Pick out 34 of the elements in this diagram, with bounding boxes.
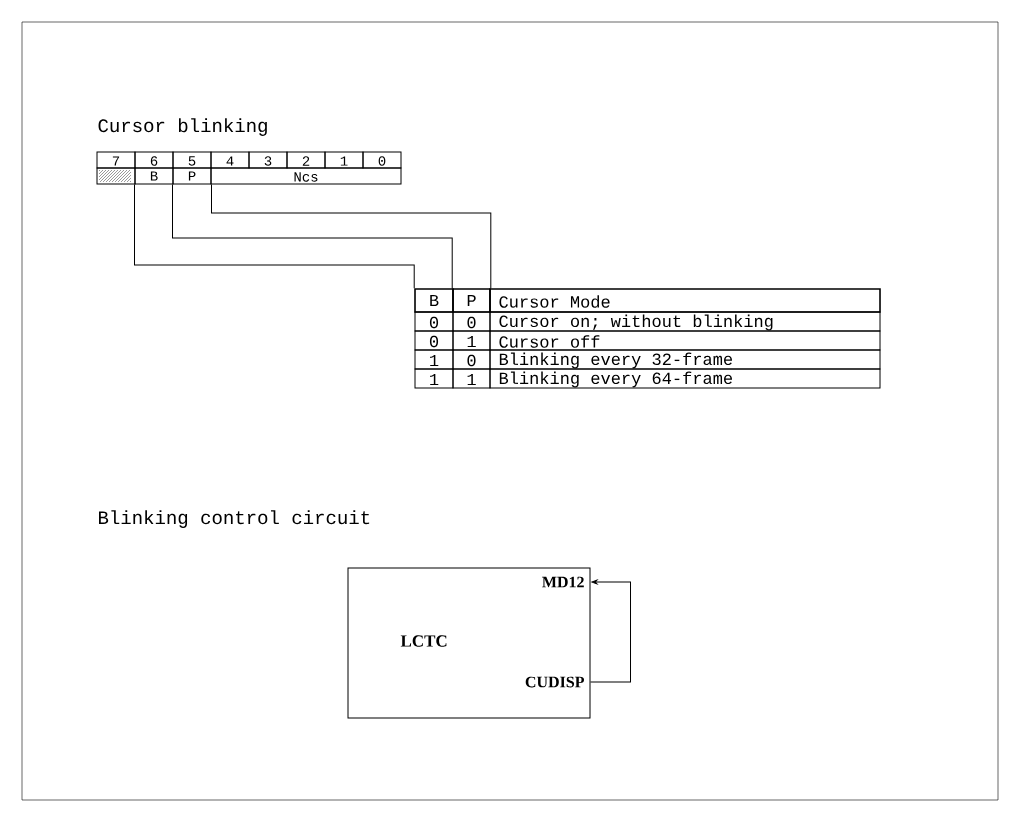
connector-line — [172, 184, 453, 289]
table-cell: 0 — [414, 330, 454, 351]
table-cell: 0 — [452, 311, 491, 332]
connector-line — [134, 184, 415, 289]
bit-number-cell: 7 — [96, 151, 136, 169]
section-heading: Blinking control circuit — [99, 510, 370, 528]
feedback-arrow — [590, 579, 631, 683]
bit-field-cell: P — [172, 167, 212, 185]
table-cell: 0 — [414, 311, 454, 332]
pin-label: CUDISP — [525, 676, 585, 688]
bit-number-cell: 2 — [286, 151, 326, 169]
bit-field-cell: Ncs — [210, 167, 402, 185]
table-cell: 1 — [414, 349, 454, 370]
bit-number-cell: 4 — [210, 151, 250, 169]
pin-label: MD12 — [542, 576, 584, 588]
table-cell: 1 — [452, 368, 491, 389]
bit-number-cell: 1 — [324, 151, 364, 169]
table-cell: 1 — [414, 368, 454, 389]
section-heading: Cursor blinking — [98, 118, 267, 136]
table-cell: Blinking every 32-frame — [489, 349, 881, 370]
bit-number-cell: 5 — [172, 151, 212, 169]
bit-number-cell: 3 — [248, 151, 288, 169]
table-cell: 1 — [452, 330, 491, 351]
table-cell: P — [452, 288, 491, 313]
bit-number-cell: 6 — [134, 151, 174, 169]
table-cell: 0 — [452, 349, 491, 370]
table-cell: Cursor off — [489, 330, 881, 351]
table-cell: B — [414, 288, 454, 313]
table-cell: Blinking every 64-frame — [489, 368, 881, 389]
table-cell: Cursor on; without blinking — [489, 311, 881, 332]
bit-number-cell: 0 — [362, 151, 402, 169]
connector-line — [211, 184, 492, 289]
bit-field-cell: B — [134, 167, 174, 185]
table-cell: Cursor Mode — [489, 288, 881, 313]
